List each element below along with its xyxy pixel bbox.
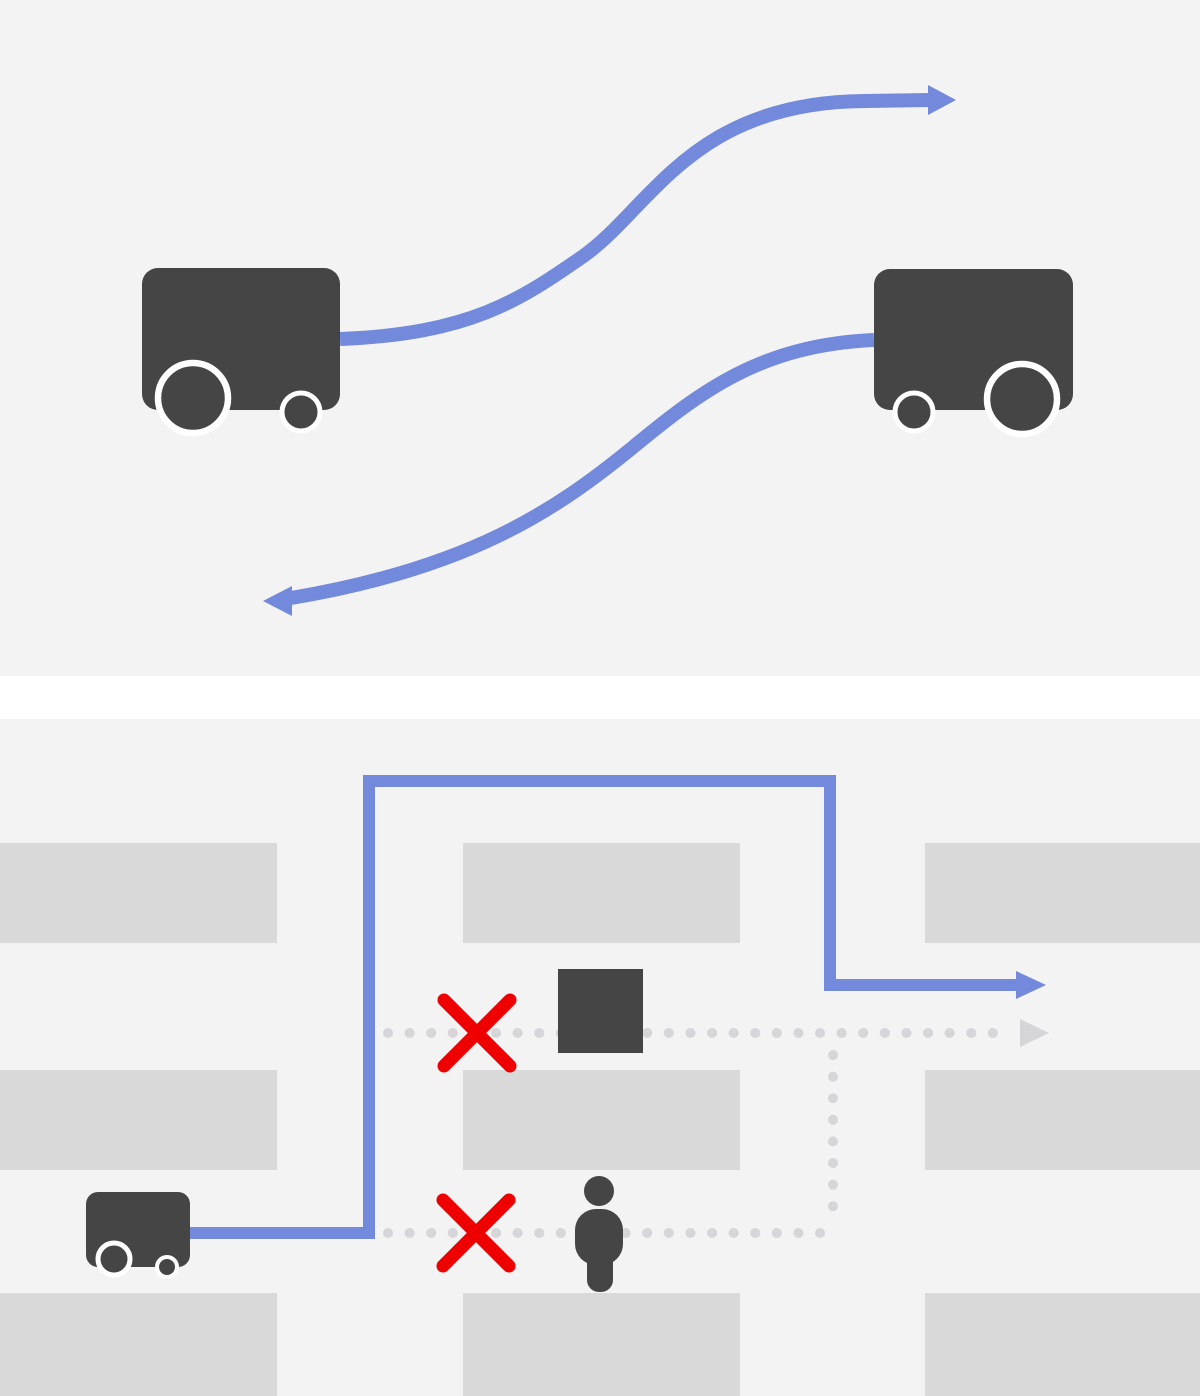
building-block: [0, 1293, 277, 1396]
route-detour-blue: [190, 775, 1018, 1239]
dotted-route-arrow-right-icon: [1020, 1019, 1049, 1047]
building-block: [463, 1293, 740, 1396]
route-arrow-left-icon: [263, 586, 292, 616]
pedestrian-legs: [587, 1247, 613, 1292]
top-panel: [0, 0, 1200, 676]
pedestrian-head: [584, 1176, 614, 1206]
route-curve-left: [289, 333, 875, 605]
pedestrian-torso: [575, 1209, 623, 1265]
building-block: [925, 1070, 1200, 1170]
cross-stroke: [437, 993, 517, 1073]
building-blocks: [0, 843, 1200, 1396]
wheel-small-icon: [279, 390, 323, 434]
dotted-route: [383, 1028, 1013, 1238]
building-block: [0, 1070, 277, 1170]
top-panel-canvas: [0, 0, 1200, 676]
route-arrow-right-icon: [1016, 971, 1046, 999]
wheel-large-icon: [983, 360, 1061, 438]
delivery-robot-left-icon: [142, 268, 340, 437]
building-block: [925, 1293, 1200, 1396]
building-block: [0, 843, 277, 943]
wheel-large-icon: [154, 359, 232, 437]
building-block: [925, 843, 1200, 943]
delivery-robot-small-icon: [86, 1192, 190, 1279]
blocked-cross-lower-icon: [436, 1193, 516, 1273]
cross-stroke: [436, 1193, 516, 1273]
bottom-panel-canvas: [0, 719, 1200, 1396]
wheel-large-icon: [95, 1240, 133, 1278]
building-block: [463, 843, 740, 943]
route-curve-right: [339, 93, 931, 346]
wheel-small-icon: [892, 390, 936, 434]
obstacle-square-icon: [558, 969, 643, 1053]
bottom-panel: [0, 719, 1200, 1396]
pedestrian-icon: [575, 1176, 623, 1292]
wheel-small-icon: [155, 1255, 179, 1279]
route-arrow-right-icon: [928, 85, 956, 115]
delivery-robot-right-icon: [874, 269, 1073, 438]
blocked-cross-upper-icon: [437, 993, 517, 1073]
building-block: [463, 1070, 740, 1170]
